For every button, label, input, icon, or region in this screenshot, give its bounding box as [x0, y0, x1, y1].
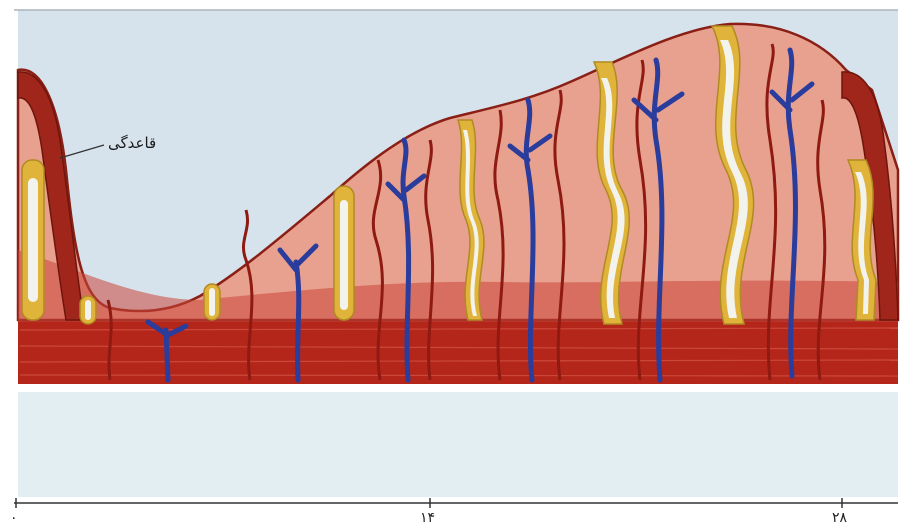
- axis-label-day-0: ۰: [10, 510, 18, 526]
- axis-label-day-28: ۲۸: [832, 510, 847, 526]
- menstruation-label: قاعدگی: [108, 134, 156, 152]
- axis-label-day-14: ۱۴: [420, 510, 435, 526]
- lower-panel: [18, 392, 898, 497]
